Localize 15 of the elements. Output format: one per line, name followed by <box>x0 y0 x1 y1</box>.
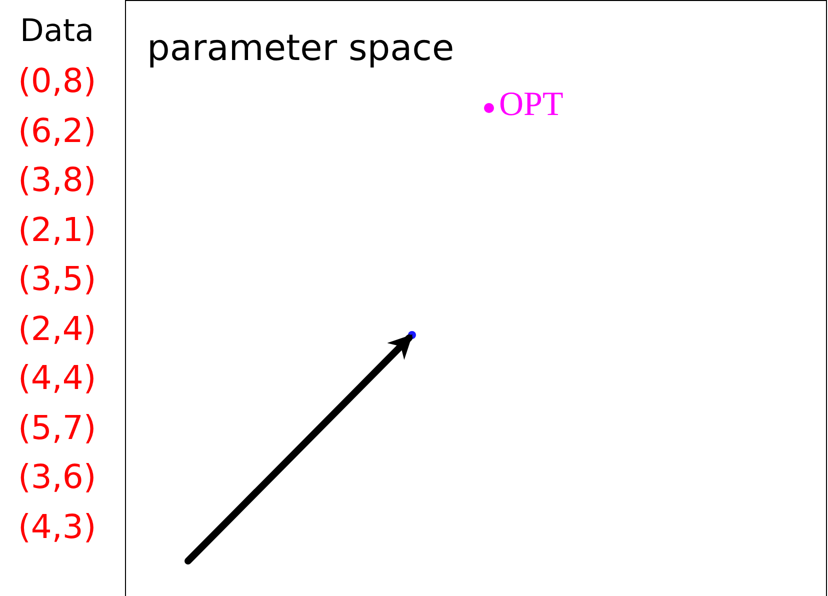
data-point-label: (2,4) <box>18 312 96 344</box>
optimum-label: OPT <box>499 88 564 122</box>
data-point-label: (3,8) <box>18 163 96 196</box>
column-heading: Data <box>20 16 94 47</box>
panel-title: parameter space <box>147 31 454 67</box>
data-point-label: (5,7) <box>18 410 96 444</box>
data-point-label: (3,5) <box>18 262 96 295</box>
arrow <box>184 334 413 564</box>
plot-panel <box>125 0 827 596</box>
data-point-label: (6,2) <box>18 114 96 146</box>
data-point-label: (2,1) <box>18 212 96 246</box>
data-point-label: (4,3) <box>18 510 96 542</box>
data-point-label: (0,8) <box>18 64 96 97</box>
data-point-label: (3,6) <box>18 460 96 493</box>
data-point-label: (4,4) <box>18 361 96 394</box>
